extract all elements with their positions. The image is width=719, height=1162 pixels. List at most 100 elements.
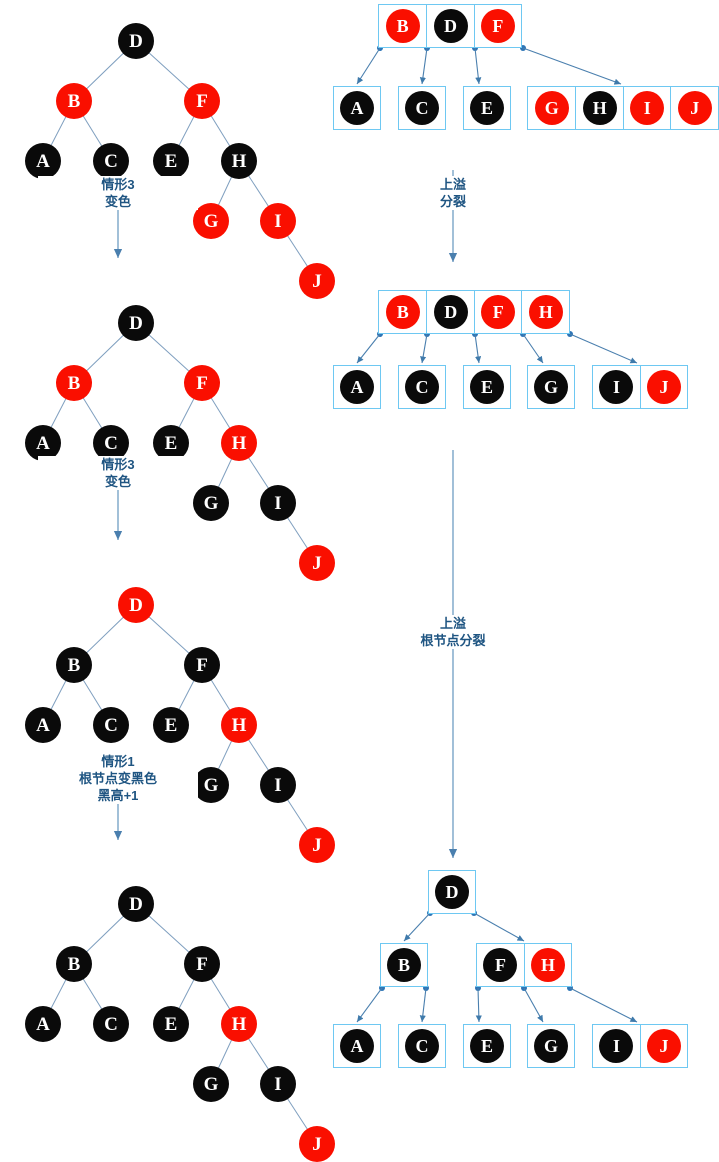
btree-child-arrow [569,333,638,364]
btree-key-j: J [646,370,681,404]
btree-key-f: F [481,295,516,329]
rb-node-g[interactable]: G [193,1066,229,1102]
btree-child-arrow [419,47,428,85]
btree-node-b2-leaf-a[interactable]: A [333,365,381,409]
btree-cell: E [464,366,510,408]
rb-node-i[interactable]: I [260,485,296,521]
btree-key-b: B [385,295,420,329]
rb-node-c[interactable]: C [93,143,129,179]
btree-cell: G [528,87,575,129]
btree-node-b2-leaf-e[interactable]: E [463,365,511,409]
rb-node-i[interactable]: I [260,767,296,803]
btree-child-arrow [474,47,482,85]
btree-node-b3-leaf-g[interactable]: G [527,1024,575,1068]
rb-node-g[interactable]: G [193,485,229,521]
rb-node-f[interactable]: F [184,83,220,119]
btree-node-b3-root[interactable]: D [428,870,476,914]
btree-cell: F [477,944,524,986]
btree-cell: I [622,87,671,129]
btree-node-b3-mid-b[interactable]: B [380,943,428,987]
rb-node-f[interactable]: F [184,647,220,683]
rb-node-a[interactable]: A [25,425,61,461]
rb-node-d[interactable]: D [118,23,154,59]
rb-node-a[interactable]: A [25,143,61,179]
btree-cell: F [473,291,522,333]
rb-node-f[interactable]: F [184,946,220,982]
btree-cell: C [399,366,445,408]
btree-cell: B [381,944,427,986]
btree-cell: H [521,291,569,333]
rb-node-h[interactable]: H [221,143,257,179]
btree-child-arrow [419,987,427,1023]
right-caption-1: 上溢 分裂 [373,176,533,210]
rb-node-h[interactable]: H [221,707,257,743]
btree-key-a: A [340,370,374,404]
btree-cell: J [670,87,718,129]
btree-key-b: B [385,9,420,43]
btree-cell: F [473,5,521,47]
rb-node-c[interactable]: C [93,425,129,461]
rb-node-c[interactable]: C [93,1006,129,1042]
rb-node-a[interactable]: A [25,707,61,743]
btree-node-b3-leaf-e[interactable]: E [463,1024,511,1068]
rb-node-b[interactable]: B [56,946,92,982]
btree-cell: A [334,366,380,408]
rb-node-a[interactable]: A [25,1006,61,1042]
rb-node-g[interactable]: G [193,203,229,239]
btree-key-j: J [677,91,712,125]
rb-node-e[interactable]: E [153,707,189,743]
rb-node-j[interactable]: J [299,545,335,581]
rb-node-i[interactable]: I [260,1066,296,1102]
btree-node-b1-leaf-c[interactable]: C [398,86,446,130]
rb-node-h[interactable]: H [221,1006,257,1042]
rb-node-b[interactable]: B [56,365,92,401]
rb-node-d[interactable]: D [118,587,154,623]
btree-node-b2-leaf-c[interactable]: C [398,365,446,409]
btree-cell: B [379,291,426,333]
rb-node-h[interactable]: H [221,425,257,461]
rb-node-b[interactable]: B [56,647,92,683]
btree-cell: D [426,291,474,333]
rb-node-e[interactable]: E [153,1006,189,1042]
rb-node-e[interactable]: E [153,425,189,461]
btree-node-b3-leaf-c[interactable]: C [398,1024,446,1068]
btree-key-b: B [387,948,421,982]
btree-cell: I [593,1025,640,1067]
btree-child-arrow [403,912,431,942]
btree-cell: G [528,1025,574,1067]
btree-cell: J [639,1025,687,1067]
btree-cell: C [399,1025,445,1067]
rb-node-i[interactable]: I [260,203,296,239]
rb-node-j[interactable]: J [299,827,335,863]
rb-node-b[interactable]: B [56,83,92,119]
rb-node-e[interactable]: E [153,143,189,179]
right-caption-2: 上溢 根节点分裂 [373,615,533,649]
rb-node-d[interactable]: D [118,305,154,341]
btree-key-e: E [470,1029,504,1063]
rb-node-j[interactable]: J [299,1126,335,1162]
rb-node-d[interactable]: D [118,886,154,922]
btree-key-d: D [435,875,469,909]
btree-cell: C [399,87,445,129]
btree-node-b3-leaf-a[interactable]: A [333,1024,381,1068]
btree-node-b1-leaf-e[interactable]: E [463,86,511,130]
btree-key-g: G [534,1029,568,1063]
btree-node-b1-leaf-a[interactable]: A [333,86,381,130]
rb-node-g[interactable]: G [193,767,229,803]
btree-key-d: D [433,295,468,329]
rb-node-j[interactable]: J [299,263,335,299]
btree-key-c: C [405,1029,439,1063]
rb-node-f[interactable]: F [184,365,220,401]
btree-key-f: F [480,9,515,43]
btree-key-g: G [534,370,568,404]
btree-node-b2-leaf-g[interactable]: G [527,365,575,409]
btree-cell: I [593,366,640,408]
rb-node-c[interactable]: C [93,707,129,743]
btree-key-e: E [470,91,504,125]
